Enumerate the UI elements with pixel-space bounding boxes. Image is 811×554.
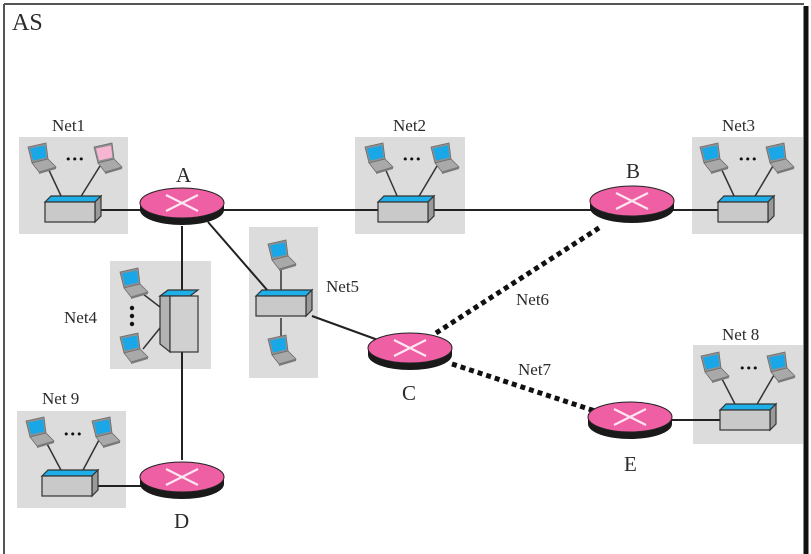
switch-icon: [41, 469, 99, 497]
net9-lan: •••: [25, 416, 121, 497]
switch-icon: [377, 195, 435, 223]
router-A-label: A: [176, 163, 192, 187]
link-net6-C-B: [434, 223, 604, 336]
net1-lan: •••: [27, 142, 123, 223]
router-E-icon: [586, 400, 674, 441]
net1-label: Net1: [52, 116, 85, 135]
as-boundary: [3, 3, 809, 554]
laptop-icon: [93, 142, 123, 174]
net3-lan: •••: [699, 142, 795, 223]
router-B-icon: [588, 184, 676, 225]
switch-icon: [717, 195, 775, 223]
net7-label: Net7: [518, 360, 552, 379]
net6-label: Net6: [516, 290, 549, 309]
router-C-label: C: [402, 381, 416, 405]
net8-lan: •••: [700, 351, 796, 431]
link-net7-C-E: [451, 361, 599, 415]
net4-lan: [119, 267, 199, 365]
net3-label: Net3: [722, 116, 755, 135]
ellipsis: •••: [402, 153, 421, 166]
vertical-ellipsis: [129, 305, 135, 327]
net4-label: Net4: [64, 308, 98, 327]
switch-icon: [719, 403, 777, 431]
router-B-label: B: [626, 159, 640, 183]
ellipsis: •••: [65, 153, 84, 166]
net5-label: Net5: [326, 277, 359, 296]
router-E-label: E: [624, 452, 637, 476]
router-D-icon: [138, 460, 226, 501]
switch-icon: [255, 289, 313, 317]
ellipsis: •••: [738, 153, 757, 166]
router-C-icon: [366, 331, 454, 372]
switch-icon: [159, 289, 199, 353]
switch-icon: [44, 195, 102, 223]
net2-label: Net2: [393, 116, 426, 135]
net5-lan: [255, 239, 313, 367]
ellipsis: •••: [739, 362, 758, 375]
net2-lan: •••: [364, 142, 460, 223]
net9-label: Net 9: [42, 389, 79, 408]
net8-label: Net 8: [722, 325, 759, 344]
link-net5-C: [311, 315, 379, 341]
as-label: AS: [12, 10, 43, 36]
ellipsis: •••: [63, 428, 82, 441]
router-A-icon: [138, 186, 226, 227]
link-A-net5: [207, 221, 269, 292]
router-D-label: D: [174, 509, 189, 533]
